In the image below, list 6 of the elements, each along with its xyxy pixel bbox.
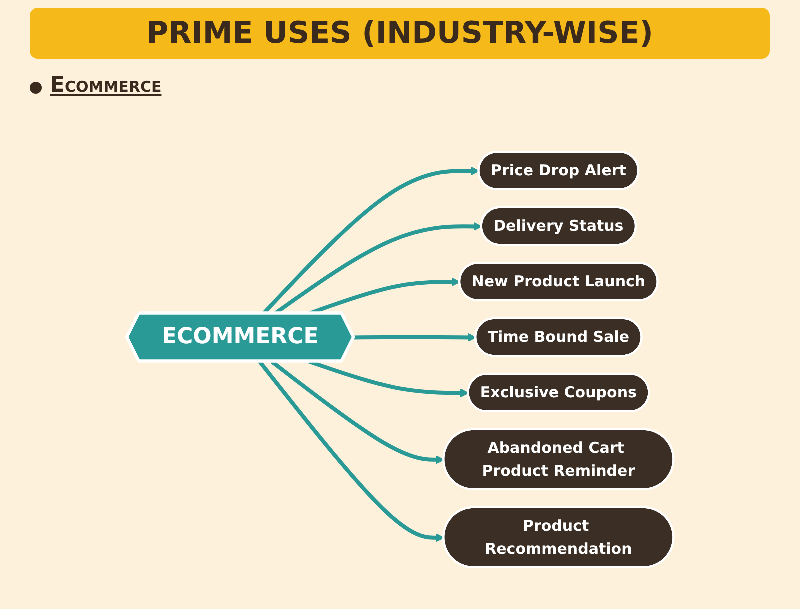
section-heading: Ecommerce xyxy=(50,73,162,98)
arrow xyxy=(270,360,444,465)
arrow xyxy=(258,360,444,543)
arrow xyxy=(354,334,476,342)
arrow xyxy=(308,360,469,398)
title-banner: PRIME USES (INDUSTRY-WISE) xyxy=(30,8,770,59)
